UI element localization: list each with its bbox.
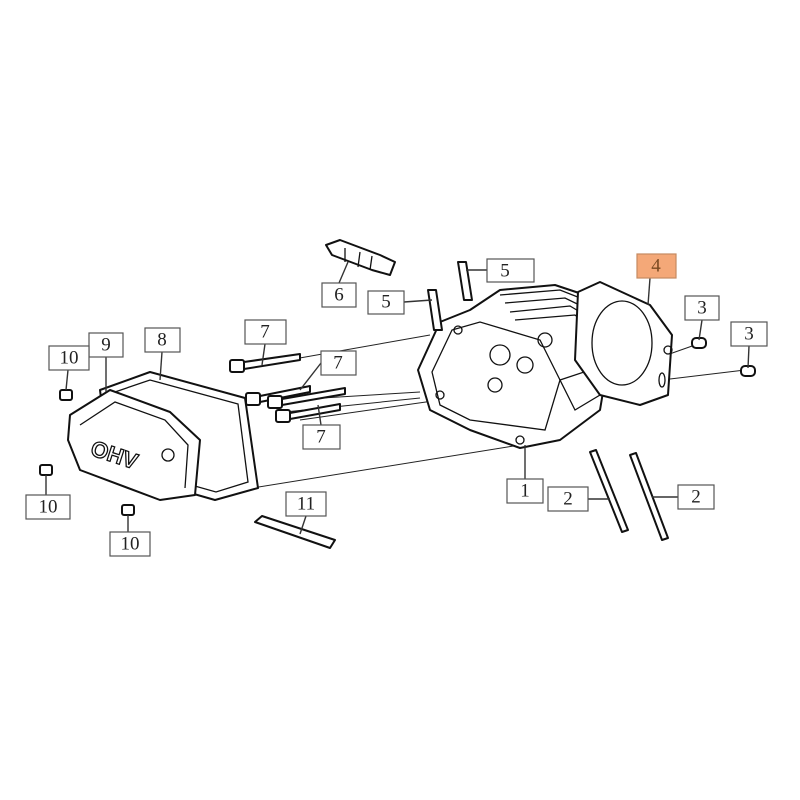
callout-7[interactable]: 7 xyxy=(302,424,341,450)
callout-4-highlighted[interactable]: 4 xyxy=(636,253,677,279)
callout-7[interactable]: 7 xyxy=(244,319,287,345)
callout-label: 7 xyxy=(333,353,343,374)
callout-5[interactable]: 5 xyxy=(486,258,535,283)
callout-label: 10 xyxy=(121,534,140,555)
callout-label: 6 xyxy=(334,285,344,306)
pin[interactable] xyxy=(254,515,336,549)
callout-label: 5 xyxy=(381,292,391,313)
callout-label: 2 xyxy=(691,487,701,508)
head-gasket[interactable] xyxy=(574,281,673,406)
callout-label: 9 xyxy=(101,335,111,356)
callout-label: 2 xyxy=(563,489,573,510)
bolt[interactable] xyxy=(229,353,301,373)
callout-2[interactable]: 2 xyxy=(677,484,715,510)
cylinder-head[interactable] xyxy=(417,284,611,449)
valve-cover[interactable]: OHV xyxy=(67,389,201,501)
callout-label: 10 xyxy=(60,348,79,369)
callout-9[interactable]: 9 xyxy=(88,332,124,358)
callout-10[interactable]: 10 xyxy=(25,494,71,520)
stud[interactable] xyxy=(457,261,473,301)
callout-label: 7 xyxy=(260,322,270,343)
callout-1[interactable]: 1 xyxy=(506,478,544,504)
callout-10[interactable]: 10 xyxy=(109,531,151,557)
screw[interactable] xyxy=(121,504,135,516)
leader-lines xyxy=(45,261,750,535)
callout-10[interactable]: 10 xyxy=(48,345,90,371)
callout-8[interactable]: 8 xyxy=(144,327,181,353)
callout-label: 11 xyxy=(297,494,315,515)
callout-label: 3 xyxy=(744,324,754,345)
callout-label: 1 xyxy=(520,481,530,502)
callout-2[interactable]: 2 xyxy=(547,486,589,512)
callout-label: 7 xyxy=(316,427,326,448)
bolt[interactable] xyxy=(275,403,341,423)
callout-label: 8 xyxy=(157,330,167,351)
stud[interactable] xyxy=(427,289,443,331)
callout-label: 3 xyxy=(697,298,707,319)
callout-6[interactable]: 6 xyxy=(321,282,357,308)
callout-3[interactable]: 3 xyxy=(684,295,720,321)
screw[interactable] xyxy=(59,389,73,401)
bolt[interactable] xyxy=(267,387,346,409)
screw[interactable] xyxy=(39,464,53,476)
callout-3[interactable]: 3 xyxy=(730,321,768,347)
long-stud[interactable] xyxy=(629,452,669,541)
long-stud[interactable] xyxy=(589,449,629,533)
spark-plug[interactable] xyxy=(325,239,396,276)
callout-7[interactable]: 7 xyxy=(320,350,357,376)
callout-5[interactable]: 5 xyxy=(367,290,405,315)
callout-11[interactable]: 11 xyxy=(285,491,327,517)
callout-label: 10 xyxy=(39,497,58,518)
callout-label: 4 xyxy=(651,256,661,277)
callout-label: 5 xyxy=(500,261,510,282)
